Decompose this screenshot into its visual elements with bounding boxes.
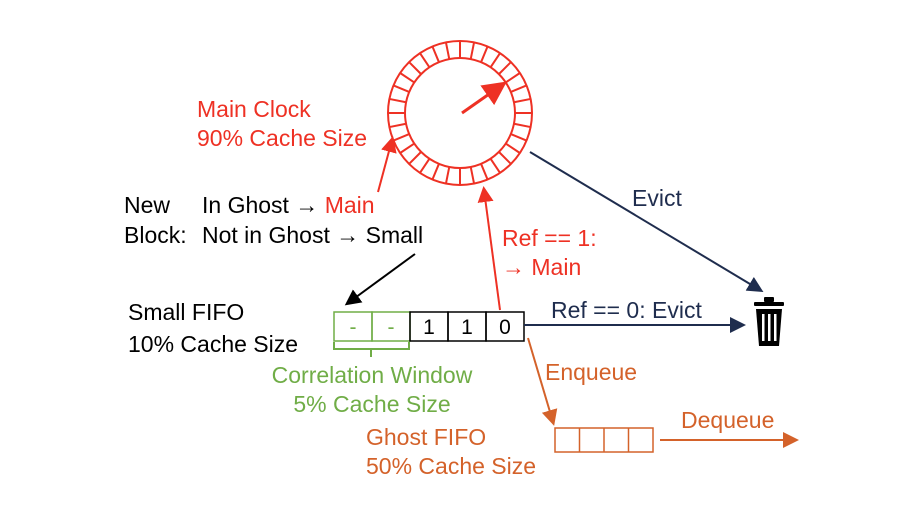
correlation-window-title: Correlation Window xyxy=(272,362,473,388)
clock-slot xyxy=(498,61,512,75)
new-block-label-2: Block: xyxy=(124,222,187,248)
clock-slot xyxy=(408,151,422,165)
ghost-fifo-title: Ghost FIFO xyxy=(366,424,486,450)
small-fifo-size: 10% Cache Size xyxy=(128,331,298,357)
clock-slot xyxy=(444,166,451,184)
evict-label: Evict xyxy=(632,185,682,211)
fifo-cell-value: - xyxy=(388,316,395,339)
ref1-target: → Main xyxy=(502,254,581,280)
fifo-cell-value: 0 xyxy=(499,316,511,339)
evict-arrow xyxy=(529,151,764,293)
ghost-to-main-arrow xyxy=(377,136,397,193)
ref0-label: Ref == 0: Evict xyxy=(551,297,702,323)
ref1-label: Ref == 1: xyxy=(502,225,597,251)
clock-slot xyxy=(489,52,501,68)
clock-slot xyxy=(510,133,527,142)
clock-slot xyxy=(444,42,451,60)
main-clock-title: Main Clock xyxy=(197,96,311,122)
new-block-label-1: New xyxy=(124,192,170,218)
clock-slot xyxy=(393,84,410,93)
clock-slot xyxy=(505,72,521,84)
clock-slot xyxy=(513,97,531,104)
main-clock-ring xyxy=(387,40,533,186)
clock-slot xyxy=(399,142,415,154)
clock-slot xyxy=(510,84,527,93)
ghost-fifo-size: 50% Cache Size xyxy=(366,453,536,479)
clock-slot xyxy=(419,158,431,174)
fifo-cell-value: 1 xyxy=(461,316,473,339)
clock-slot xyxy=(480,163,489,180)
rule-not-in-ghost: Not in Ghost → Small xyxy=(202,222,423,248)
clock-slot xyxy=(505,142,521,154)
fifo-cell xyxy=(485,311,525,342)
clock-slot xyxy=(513,122,531,129)
rule-in-ghost: In Ghost → Main xyxy=(202,192,375,218)
clock-slot xyxy=(469,166,476,184)
main-clock-size: 90% Cache Size xyxy=(197,125,367,151)
to-small-arrow xyxy=(344,253,416,306)
correlation-window-size: 5% Cache Size xyxy=(293,391,450,417)
enqueue-arrow xyxy=(527,337,558,426)
fifo-cell-value: 1 xyxy=(423,316,435,339)
clock-slot xyxy=(431,46,440,63)
trash-icon xyxy=(754,297,784,346)
ref1-to-main-arrow xyxy=(477,186,501,311)
clock-slot xyxy=(393,133,410,142)
clock-slot xyxy=(389,97,407,104)
small-fifo-queue: - - 1 1 0 xyxy=(333,311,525,342)
small-fifo-title: Small FIFO xyxy=(128,299,244,325)
dequeue-label: Dequeue xyxy=(681,407,774,433)
clock-slot xyxy=(469,42,476,60)
clock-slot xyxy=(399,72,415,84)
clock-slot xyxy=(431,163,440,180)
ghost-fifo-queue xyxy=(554,427,654,453)
clock-slot xyxy=(408,61,422,75)
clock-slot xyxy=(480,46,489,63)
clock-slot xyxy=(389,122,407,129)
clock-hand-arrow xyxy=(461,81,507,115)
enqueue-label: Enqueue xyxy=(545,359,637,385)
clock-slot xyxy=(498,151,512,165)
correlation-window-brace xyxy=(333,342,410,357)
clock-slot xyxy=(489,158,501,174)
clock-slot xyxy=(419,52,431,68)
fifo-cell-value: - xyxy=(350,316,357,339)
